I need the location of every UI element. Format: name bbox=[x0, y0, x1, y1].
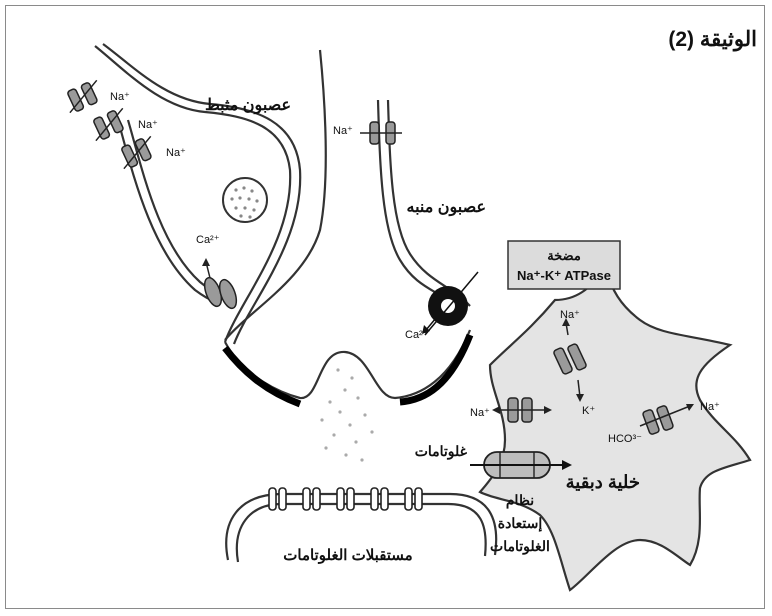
reuptake-label-3: الغلوتامات bbox=[490, 538, 550, 555]
k-label-pump: K⁺ bbox=[582, 405, 595, 417]
inhibitory-ca-channel bbox=[201, 258, 239, 310]
na-label-pump: Na⁺ bbox=[560, 309, 580, 321]
na-label-glia-right: Na⁺ bbox=[700, 401, 720, 413]
ca-label-inhibitory: Ca²⁺ bbox=[196, 234, 220, 246]
released-glutamate bbox=[320, 368, 373, 461]
synaptic-terminal bbox=[225, 330, 470, 404]
inhibitory-neuron-label: عصبون مثبط bbox=[205, 97, 291, 115]
na-label-1: Na⁺ bbox=[110, 91, 130, 103]
excitatory-na-channel bbox=[360, 122, 402, 144]
reuptake-label-1: نظام bbox=[506, 492, 534, 509]
hco3-label: HCO³⁻ bbox=[608, 433, 642, 445]
document-title: الوثيقة (2) bbox=[668, 28, 757, 52]
pump-name: Na⁺-K⁺ ATPase bbox=[517, 268, 611, 283]
na-label-3: Na⁺ bbox=[166, 147, 186, 159]
excitatory-neuron-label: عصبون منبه bbox=[406, 199, 486, 217]
na-label-glia-left: Na⁺ bbox=[470, 407, 490, 419]
ca-label-excitatory: Ca²⁺ bbox=[405, 329, 429, 341]
glutamate-receptors-label: مستقبلات الغلوتامات bbox=[283, 547, 412, 564]
glutamate-label: غلوتامات bbox=[415, 443, 468, 460]
na-label-4: Na⁺ bbox=[333, 125, 353, 137]
glial-cell-label: خلية دبقية bbox=[566, 472, 640, 492]
glutamate-receptors bbox=[269, 488, 422, 510]
reuptake-label-2: إستعادة bbox=[498, 515, 543, 533]
pump-title: مضخة bbox=[547, 248, 581, 263]
excitatory-ca-channel bbox=[422, 272, 478, 335]
vesicle-cluster bbox=[223, 178, 267, 222]
na-label-2: Na⁺ bbox=[138, 119, 158, 131]
